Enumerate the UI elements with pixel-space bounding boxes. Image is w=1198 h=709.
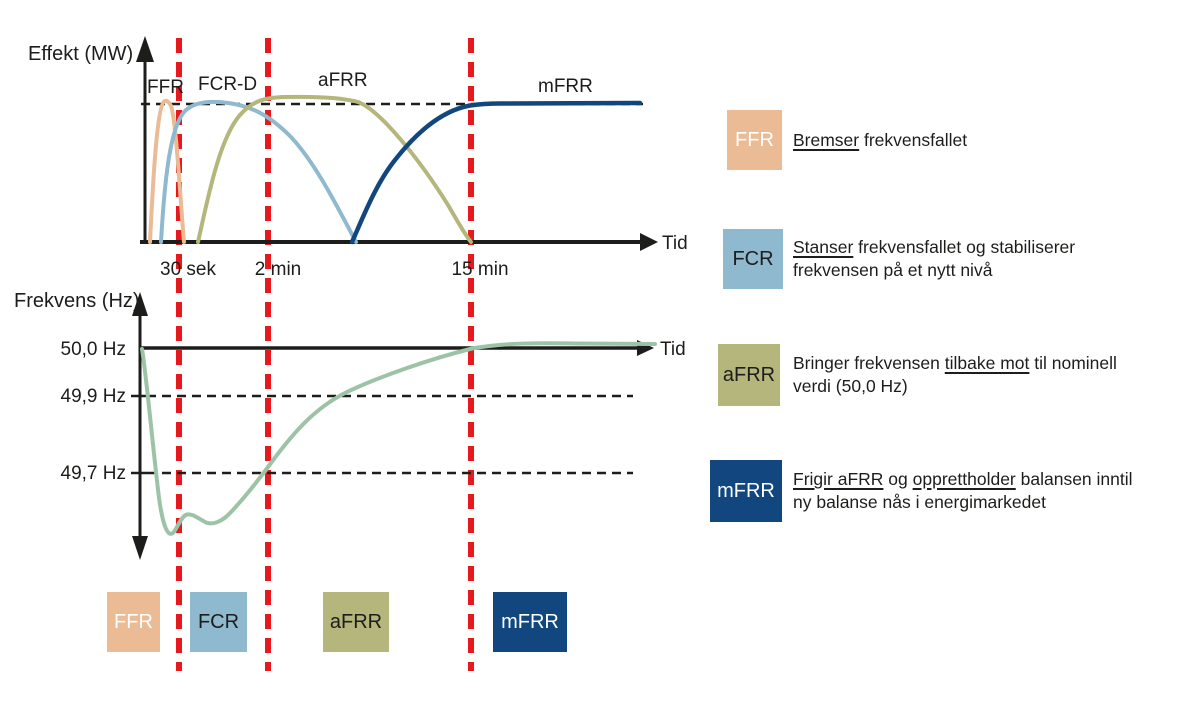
legend-text-mfrr-line1: Frigir aFRR og opprettholder balansen in…	[793, 468, 1193, 491]
ffr-curve	[148, 98, 186, 244]
frequency-x-axis-label: Tid	[660, 339, 686, 360]
legend-segment: Stanser	[793, 237, 854, 257]
time-marker-label-2min: 2 min	[255, 259, 301, 280]
fcr-curve	[159, 99, 358, 244]
legend-segment: frekvensfallet	[859, 129, 968, 150]
legend-text-mfrr: Frigir aFRR og opprettholder balansen in…	[793, 468, 1193, 514]
legend-box-ffr: FFR	[727, 110, 782, 170]
time-marker-lines	[176, 38, 474, 671]
legend-item-afrr: aFRR Bringer frekvensen tilbake mot til …	[718, 344, 1193, 406]
legend-segment: frekvensen på et nytt nivå	[793, 260, 993, 280]
legend-item-ffr: FFR Bremser frekvensfallet	[727, 110, 1183, 170]
legend-text-mfrr-line2: ny balanse nås i energimarkedet	[793, 491, 1193, 514]
legend-segment: Frigir aFRR	[793, 469, 884, 489]
frequency-y-axis-up-arrowhead	[132, 292, 148, 316]
legend-segment: til nominell	[1029, 353, 1117, 373]
timeline-box-mfrr: mFRR	[493, 592, 567, 652]
legend-item-fcr: FCR Stanser frekvensfallet og stabiliser…	[723, 229, 1183, 289]
frequency-y-axis-down-arrowhead	[132, 536, 148, 560]
power-x-axis-arrowhead	[640, 233, 658, 251]
legend-segment: og	[883, 469, 913, 489]
legend-box-afrr-label: aFRR	[722, 363, 776, 386]
legend-segment: tilbake mot	[944, 353, 1030, 373]
afrr-curve-label: aFRR	[318, 70, 368, 91]
power-x-axis-label: Tid	[662, 233, 688, 254]
legend-text-ffr-line1: Bremser frekvensfallet	[793, 129, 1183, 152]
legend-box-mfrr-label: mFRR	[717, 479, 775, 502]
mfrr-curve-label: mFRR	[538, 76, 593, 97]
frequency-curve	[140, 341, 657, 536]
power-y-axis-arrowhead	[136, 36, 154, 62]
frequency-y-axis-label: Frekvens (Hz)	[14, 290, 140, 312]
afrr-curve	[196, 94, 473, 244]
fcr-d-curve-label: FCR-D	[198, 74, 257, 95]
legend-segment: opprettholder	[912, 469, 1016, 489]
legend-text-afrr-line1: Bringer frekvensen tilbake mot til nomin…	[793, 352, 1193, 375]
legend-segment: ny balanse nås i energimarkedet	[793, 492, 1046, 512]
legend-segment: Bremser	[793, 129, 860, 150]
legend-box-fcr: FCR	[723, 229, 783, 289]
timeline-box-ffr-label: FFR	[114, 610, 153, 633]
legend-text-fcr-line2: frekvensen på et nytt nivå	[793, 259, 1183, 282]
timeline-box-ffr: FFR	[107, 592, 160, 652]
legend-box-fcr-label: FCR	[732, 247, 774, 270]
legend-box-mfrr: mFRR	[710, 460, 782, 522]
power-y-axis-label: Effekt (MW)	[28, 43, 133, 65]
legend-box-ffr-label: FFR	[735, 128, 774, 151]
time-marker-label-30sek: 30 sek	[160, 259, 216, 280]
frequency-chart: Frekvens (Hz) Tid 50,0 Hz 49,9 Hz 49,7 H…	[14, 290, 686, 560]
legend-segment: frekvensfallet og stabiliserer	[853, 237, 1076, 257]
legend-item-mfrr: mFRR Frigir aFRR og opprettholder balans…	[710, 460, 1193, 522]
tick-label-49-9: 49,9 Hz	[61, 386, 126, 407]
timeline-box-afrr-label: aFRR	[329, 610, 383, 633]
mfrr-curve	[349, 100, 643, 245]
legend-text-fcr: Stanser frekvensfallet og stabiliserer f…	[793, 236, 1183, 282]
legend-text-afrr-line2: verdi (50,0 Hz)	[793, 375, 1193, 398]
timeline-box-fcr: FCR	[190, 592, 247, 652]
legend-text-ffr: Bremser frekvensfallet	[793, 129, 1183, 152]
timeline-box-afrr: aFRR	[323, 592, 389, 652]
legend-box-afrr: aFRR	[718, 344, 780, 406]
ffr-curve-label: FFR	[147, 77, 184, 98]
time-marker-label-15min: 15 min	[451, 259, 508, 280]
tick-label-49-7: 49,7 Hz	[61, 463, 126, 484]
legend-text-fcr-line1: Stanser frekvensfallet og stabiliserer	[793, 236, 1183, 259]
tick-label-50-0: 50,0 Hz	[61, 339, 126, 360]
power-chart: Effekt (MW) Tid FFR FCR-D aFRR mFRR 30 s…	[28, 36, 688, 280]
legend-segment: balansen inntil	[1015, 469, 1133, 489]
timeline-box-mfrr-label: mFRR	[501, 610, 559, 633]
legend-segment: verdi (50,0 Hz)	[793, 376, 908, 396]
legend-text-afrr: Bringer frekvensen tilbake mot til nomin…	[793, 352, 1193, 398]
legend-segment: Bringer frekvensen	[793, 353, 945, 373]
timeline-box-fcr-label: FCR	[197, 610, 240, 633]
